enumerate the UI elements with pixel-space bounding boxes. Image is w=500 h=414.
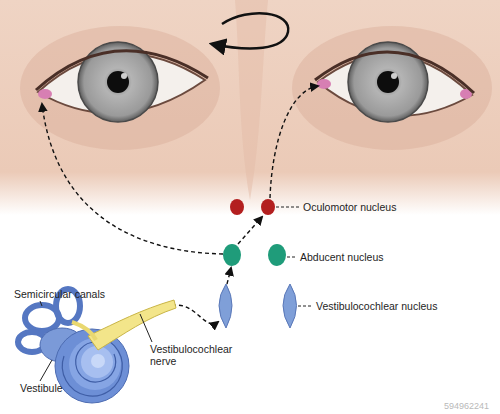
- part-label: Vestibule: [20, 382, 63, 394]
- eye-highlight: [391, 73, 397, 79]
- oculomotor-nucleus: [230, 199, 244, 215]
- skin: [0, 0, 500, 215]
- pathway-arrow: [227, 268, 231, 284]
- nucleus-label: Vestibulocochlear nucleus: [316, 300, 437, 312]
- watermark: 594962241: [444, 400, 489, 412]
- pathway-arrow: [270, 86, 318, 198]
- abducent-nucleus: [268, 244, 286, 266]
- part-label: Vestibulocochlear nerve: [150, 343, 246, 367]
- vestibular-nucleus: [283, 284, 297, 328]
- vestibulocochlear-nerve: [88, 300, 176, 350]
- rotation-arrow: [212, 13, 288, 48]
- face: [0, 0, 500, 215]
- oculomotor-nucleus: [261, 199, 275, 215]
- eyelid: [315, 52, 474, 93]
- leader-lines: [40, 301, 152, 381]
- caruncle: [317, 79, 331, 89]
- leader-line: [40, 360, 52, 381]
- iris: [348, 42, 428, 122]
- cochlea-spiral: [62, 336, 122, 396]
- nucleus-label: Abducent nucleus: [300, 251, 383, 263]
- leader-line: [140, 314, 152, 342]
- eye-socket: [292, 26, 492, 150]
- pathway-arrow: [172, 305, 218, 324]
- pupil: [377, 71, 399, 93]
- eye-highlight: [121, 73, 127, 79]
- left-eye: [36, 42, 208, 122]
- eye-socket: [20, 26, 220, 150]
- pathway-arrow: [238, 217, 262, 244]
- nuclei: [219, 199, 297, 328]
- pathway-arrow: [42, 104, 223, 254]
- abducent-nucleus: [223, 244, 241, 266]
- right-eye: [315, 42, 474, 122]
- vestibular-nucleus: [219, 284, 232, 328]
- part-label: Semicircular canals: [14, 288, 105, 300]
- caruncle: [38, 89, 52, 99]
- cochlea-apex: [91, 354, 105, 368]
- nose-bridge: [235, 0, 268, 200]
- leader-line: [298, 306, 313, 307]
- leader-line: [40, 301, 42, 306]
- leader-line: [276, 207, 300, 208]
- nucleus-label: Oculomotor nucleus: [303, 201, 396, 213]
- eyelid: [36, 51, 208, 90]
- leader-line: [287, 257, 297, 258]
- cochlea-turn: [81, 346, 113, 378]
- pupil: [107, 71, 129, 93]
- nerve-branch: [72, 322, 96, 340]
- iris: [78, 42, 158, 122]
